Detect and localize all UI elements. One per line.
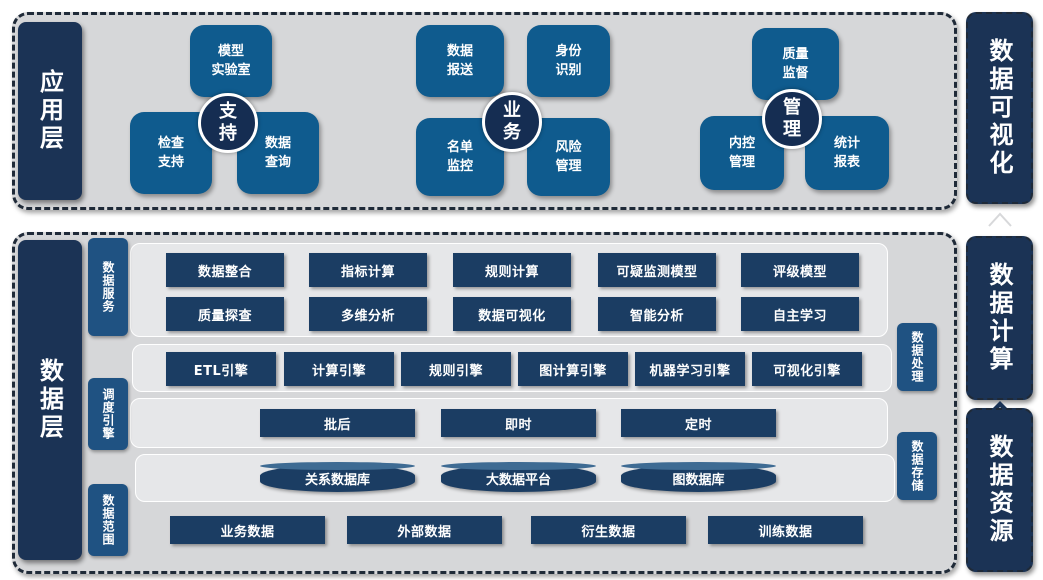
data-compute-text: 数据计算: [985, 262, 1013, 374]
data-visualization-label: 数据可视化: [966, 12, 1033, 204]
engine-chip[interactable]: 机器学习引擎: [635, 352, 745, 386]
scheduling-engine-band: 调度引擎: [88, 378, 128, 450]
service-chip[interactable]: 自主学习: [741, 297, 859, 331]
app-layer-label-text: 应用层: [35, 69, 64, 153]
app-item-statistical-report[interactable]: 统计 报表: [805, 116, 889, 190]
engine-chip[interactable]: 规则引擎: [401, 352, 511, 386]
data-storage-text: 数据存储: [910, 440, 924, 492]
cluster-center-business: 业 务: [482, 92, 542, 152]
app-item-list-monitoring[interactable]: 名单 监控: [416, 118, 504, 196]
schedule-chip[interactable]: 即时: [441, 409, 596, 437]
service-chip[interactable]: 可疑监测模型: [598, 253, 716, 287]
scope-chip[interactable]: 训练数据: [708, 516, 863, 544]
data-layer-label: 数据层: [18, 240, 82, 560]
service-chip[interactable]: 指标计算: [309, 253, 427, 287]
data-compute-label: 数据计算: [966, 236, 1033, 400]
storage-cylinder-top: [260, 462, 415, 470]
scope-chip[interactable]: 外部数据: [347, 516, 502, 544]
storage-cylinder-top: [621, 462, 776, 470]
app-item-quality-supervision[interactable]: 质量 监督: [752, 28, 839, 100]
storage-cylinder[interactable]: 图数据库: [621, 462, 776, 492]
chevron-up-icon: [987, 210, 1013, 228]
scope-chip[interactable]: 衍生数据: [531, 516, 686, 544]
data-scope-band: 数据范围: [88, 484, 128, 556]
data-processing-text: 数据处理: [910, 331, 924, 383]
app-item-data-query[interactable]: 数据 查询: [237, 112, 319, 194]
app-item-identity-recognition[interactable]: 身份 识别: [527, 25, 610, 97]
service-chip[interactable]: 智能分析: [598, 297, 716, 331]
storage-cylinder-top: [441, 462, 596, 470]
engine-chip[interactable]: ETL引擎: [166, 352, 276, 386]
scheduling-engine-text: 调度引擎: [101, 388, 115, 440]
app-item-risk-management[interactable]: 风险 管理: [527, 118, 610, 196]
data-services-text: 数据服务: [101, 261, 115, 313]
engine-chip[interactable]: 图计算引擎: [518, 352, 628, 386]
scope-chip[interactable]: 业务数据: [170, 516, 325, 544]
storage-cylinder[interactable]: 大数据平台: [441, 462, 596, 492]
data-services-band: 数据服务: [88, 238, 128, 336]
schedule-chip[interactable]: 批后: [260, 409, 415, 437]
data-processing-band: 数据处理: [897, 323, 937, 391]
data-resources-text: 数据资源: [985, 434, 1013, 546]
service-chip[interactable]: 评级模型: [741, 253, 859, 287]
app-item-model-lab[interactable]: 模型 实验室: [190, 25, 272, 97]
storage-cylinder[interactable]: 关系数据库: [260, 462, 415, 492]
data-resources-label: 数据资源: [966, 408, 1033, 572]
schedule-chip[interactable]: 定时: [621, 409, 776, 437]
app-item-data-reporting[interactable]: 数据 报送: [416, 25, 504, 97]
service-chip[interactable]: 数据可视化: [453, 297, 571, 331]
cluster-center-support: 支 持: [198, 93, 258, 153]
engine-chip[interactable]: 计算引擎: [284, 352, 394, 386]
service-chip[interactable]: 质量探查: [166, 297, 284, 331]
cluster-center-management: 管 理: [762, 89, 822, 149]
service-chip[interactable]: 规则计算: [453, 253, 571, 287]
data-layer-label-text: 数据层: [35, 358, 64, 442]
app-layer-label: 应用层: [18, 22, 82, 200]
data-visualization-text: 数据可视化: [985, 38, 1013, 178]
service-chip[interactable]: 数据整合: [166, 253, 284, 287]
data-storage-band: 数据存储: [897, 432, 937, 500]
data-scope-text: 数据范围: [101, 494, 115, 546]
service-chip[interactable]: 多维分析: [309, 297, 427, 331]
engine-chip[interactable]: 可视化引擎: [752, 352, 862, 386]
